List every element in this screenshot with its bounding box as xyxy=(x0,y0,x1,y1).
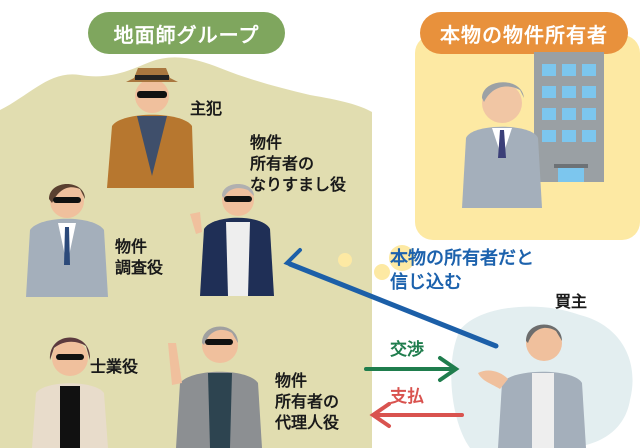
believe-label-line: 信じ込む xyxy=(390,272,462,293)
impersonator-label-line: 所有者の xyxy=(250,154,315,173)
impersonator-figure xyxy=(190,184,274,296)
investigator-label-line: 物件 xyxy=(115,237,148,256)
buyer-figure xyxy=(478,324,586,448)
investigator-label: 物件 調査役 xyxy=(115,236,163,278)
investigator-figure xyxy=(26,184,108,297)
impersonator-label-line: 物件 xyxy=(250,133,283,152)
professional-figure xyxy=(32,337,108,448)
impersonator-label: 物件 所有者の なりすまし役 xyxy=(250,132,346,195)
impersonator-label-line: なりすまし役 xyxy=(250,175,347,194)
agent-figure xyxy=(168,326,262,448)
investigator-label-line: 調査役 xyxy=(115,258,164,277)
real-owner-title: 本物の物件所有者 xyxy=(420,12,628,54)
negotiate-label: 交渉 xyxy=(390,340,424,360)
mastermind-figure xyxy=(107,68,194,188)
real-owner-figure xyxy=(462,82,542,208)
believe-label: 本物の所有者だと 信じ込む xyxy=(390,247,534,295)
payment-label: 支払 xyxy=(390,387,424,407)
believe-label-line: 本物の所有者だと xyxy=(390,248,534,269)
buyer-label: 買主 xyxy=(555,292,588,311)
agent-label: 物件 所有者の 代理人役 xyxy=(275,370,339,433)
fraud-group-title: 地面師グループ xyxy=(88,12,285,54)
building-icon xyxy=(534,52,604,182)
mastermind-label: 主犯 xyxy=(190,99,223,118)
agent-label-line: 所有者の xyxy=(275,392,340,411)
professional-label: 士業役 xyxy=(90,357,139,376)
agent-label-line: 物件 xyxy=(275,371,308,390)
agent-label-line: 代理人役 xyxy=(275,413,340,432)
